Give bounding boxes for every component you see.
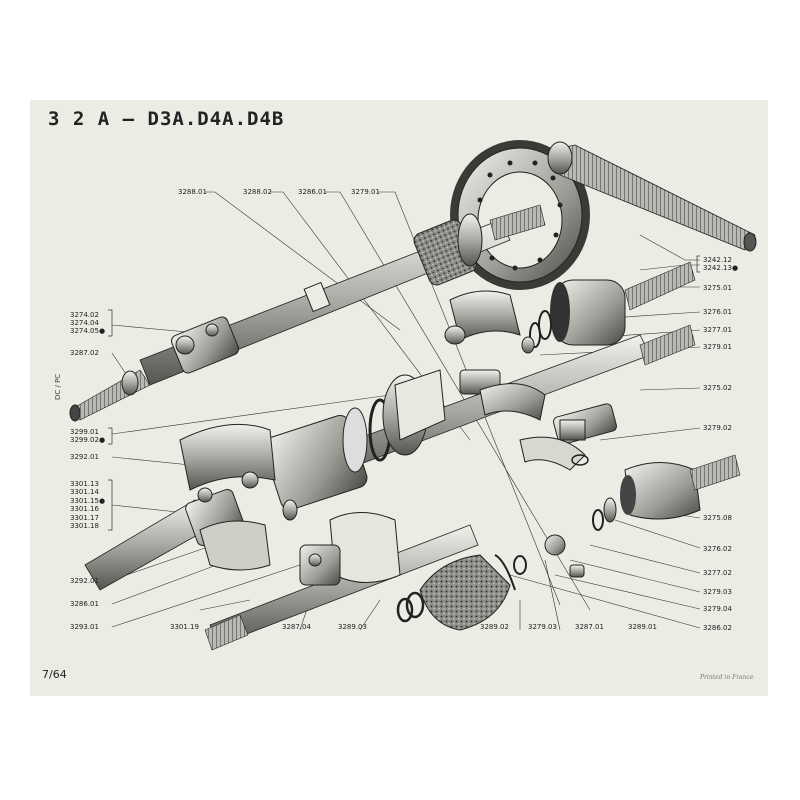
label-3276-01: 3276.01: [703, 308, 732, 316]
label-3301-16: 3301.16: [70, 505, 99, 513]
page-title: 3 2 A — D3A.D4A.D4B: [48, 108, 285, 130]
upper-bearing-parts: [444, 261, 696, 354]
label-3274-04: 3274.04: [70, 319, 99, 327]
label-3279-03: 3279.03: [703, 588, 732, 596]
middle-shaft: [179, 324, 696, 510]
label-3289-03: 3289.03: [338, 623, 367, 631]
label-3286-02: 3286.02: [703, 624, 732, 632]
label-3277-02: 3277.02: [703, 569, 732, 577]
label-3287-04: 3287.04: [282, 623, 311, 631]
label-3276-02: 3276.02: [703, 545, 732, 553]
label-3279-01-top: 3279.01: [351, 188, 380, 196]
label-3288-02: 3288.02: [243, 188, 272, 196]
part-labels: 3288.01 3288.02 3286.01 3279.01 3242.12 …: [70, 188, 738, 632]
label-3275-02: 3275.02: [703, 384, 732, 392]
label-3292-01-lower: 3292.01: [70, 577, 99, 585]
label-3279-04: 3279.04: [703, 605, 732, 613]
label-3301-17: 3301.17: [70, 514, 99, 522]
label-3289-01: 3289.01: [628, 623, 657, 631]
label-3299-01: 3299.01: [70, 428, 99, 436]
lower-shaft: [204, 512, 585, 651]
label-3299-02: 3299.02●: [70, 436, 105, 444]
middle-yokes: [459, 369, 617, 471]
side-code: DC / PC: [54, 374, 62, 400]
label-3301-15: 3301.15●: [70, 497, 105, 505]
label-3275-01: 3275.01: [703, 284, 732, 292]
lower-boot: [396, 554, 527, 631]
label-3275-08: 3275.08: [703, 514, 732, 522]
label-3293-01: 3293.01: [70, 623, 99, 631]
label-3242-13: 3242.13●: [703, 264, 738, 272]
page-number: 7/64: [42, 668, 67, 681]
label-3288-01: 3288.01: [178, 188, 207, 196]
label-3301-13: 3301.13: [70, 480, 99, 488]
upper-universal-joint: [69, 316, 239, 422]
label-3286-01: 3286.01: [298, 188, 327, 196]
label-3279-01-right: 3279.01: [703, 343, 732, 351]
label-3279-03-bottom: 3279.03: [528, 623, 557, 631]
label-3292-01: 3292.01: [70, 453, 99, 461]
label-3279-02: 3279.02: [703, 424, 732, 432]
label-3301-18: 3301.18: [70, 522, 99, 530]
right-outer-joint: [592, 454, 741, 531]
printed-note: Printed in France: [700, 674, 754, 681]
label-3274-05: 3274.05●: [70, 327, 105, 335]
label-3287-01: 3287.01: [575, 623, 604, 631]
pinion-shaft: [547, 141, 757, 252]
label-3277-01: 3277.01: [703, 326, 732, 334]
label-brackets: [108, 255, 700, 531]
label-3286-01-lower: 3286.01: [70, 600, 99, 608]
lower-left-joint: [84, 471, 298, 591]
label-3301-19: 3301.19: [170, 623, 199, 631]
label-3289-02: 3289.02: [480, 623, 509, 631]
label-3242-12: 3242.12: [703, 256, 732, 264]
label-3274-02: 3274.02: [70, 311, 99, 319]
label-3301-14: 3301.14: [70, 488, 99, 496]
label-3287-02: 3287.02: [70, 349, 99, 357]
